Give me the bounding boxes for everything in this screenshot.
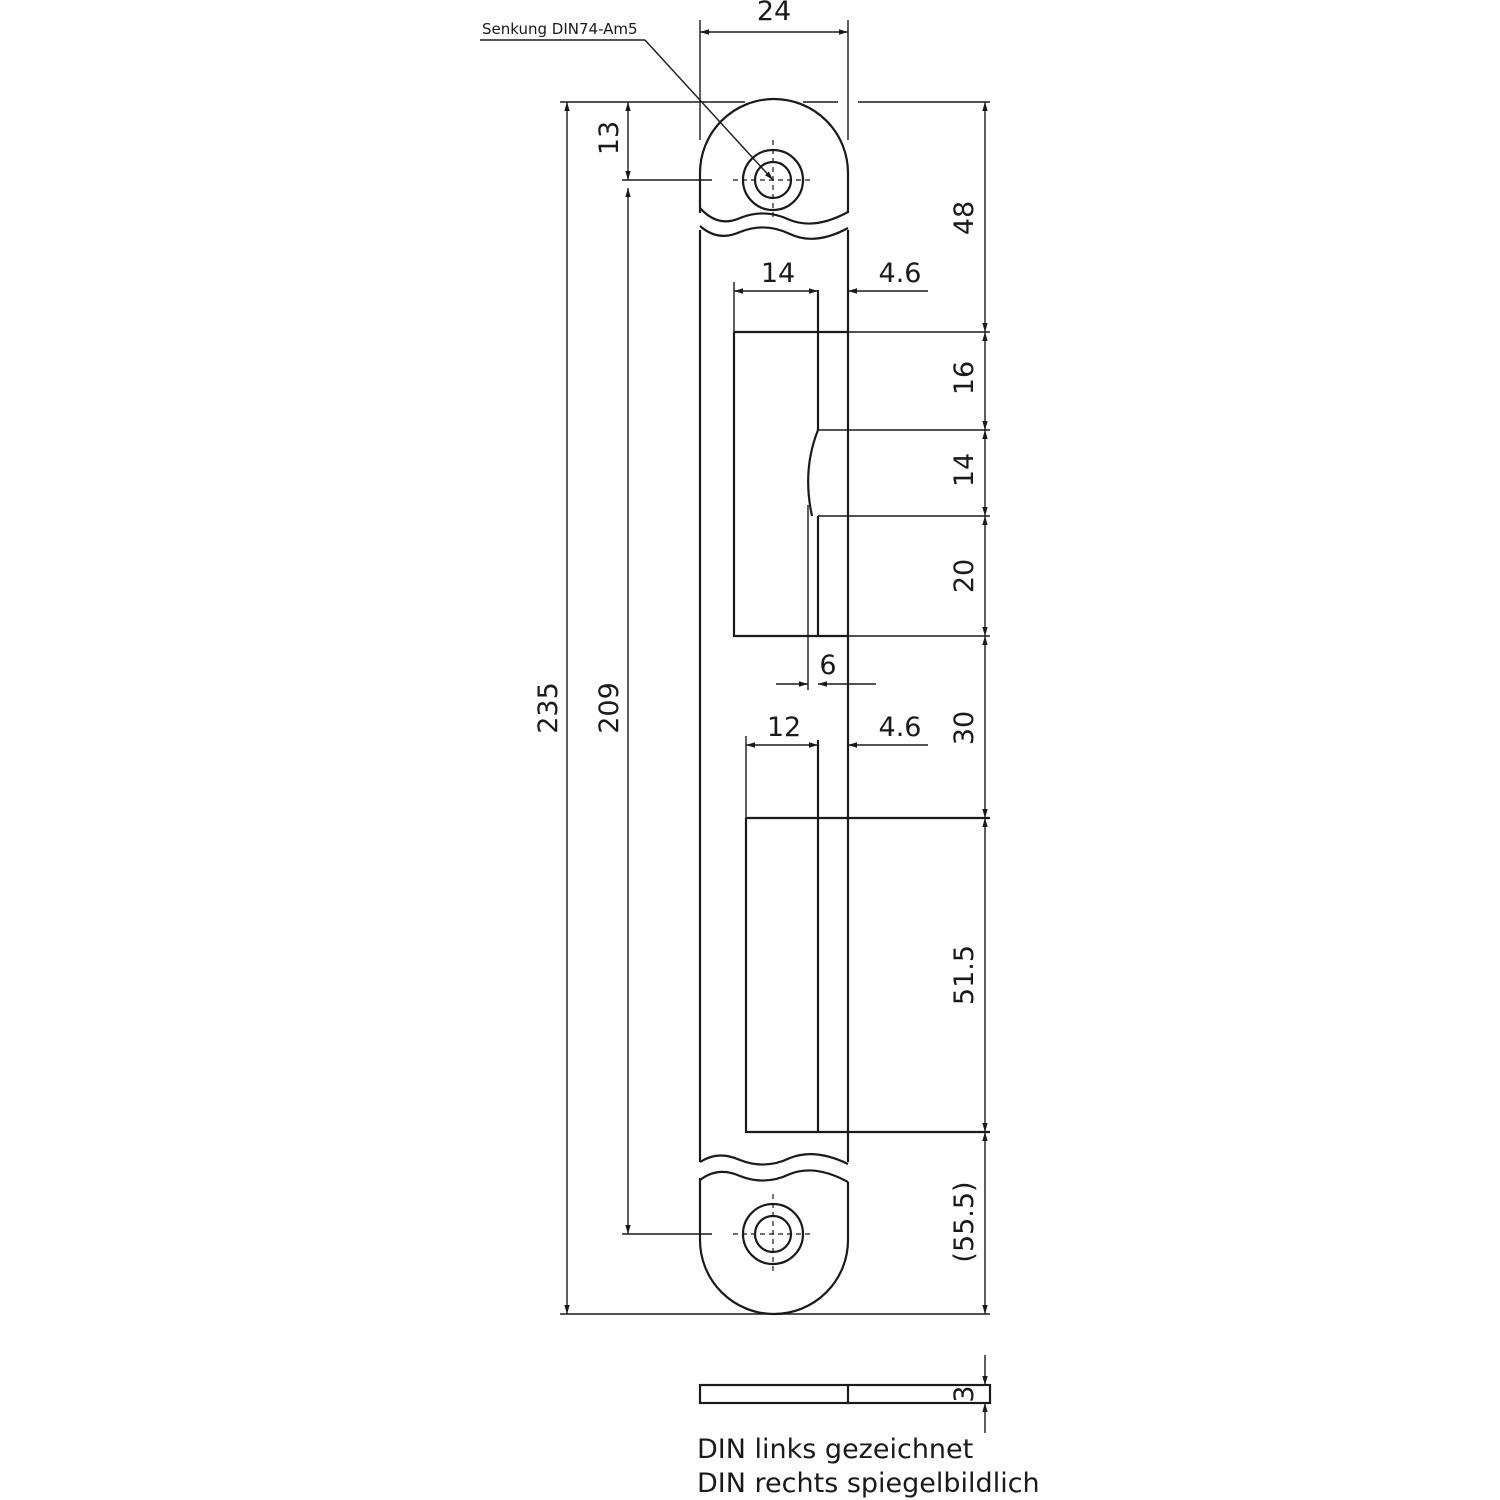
dim-upper-offset: 4.6 [879,258,922,289]
dim-51-5: 51.5 [949,945,980,1005]
dim-14-vertical: 14 [949,453,980,487]
upper-latch-cutout [732,290,990,690]
dim-thickness: 3 [949,1385,980,1402]
dim-lower-cut-width: 12 [767,712,801,743]
bottom-screw-hole [733,1194,813,1274]
dim-top-offset: 13 [594,121,625,155]
dimension-lines [480,29,988,1314]
dim-20: 20 [949,559,980,593]
side-view [698,1355,992,1433]
extension-lines [560,20,990,1315]
dim-16: 16 [949,361,980,395]
dim-overall-length: 235 [533,682,564,734]
dim-55-5: (55.5) [949,1181,980,1262]
countersink-note: Senkung DIN74-Am5 [482,20,638,38]
strike-plate-outline [698,97,850,1316]
dim-30: 30 [949,711,980,745]
dim-plate-width: 24 [757,0,791,27]
dim-upper-cut-width: 14 [761,258,795,289]
dim-gap: 6 [819,650,836,681]
caption-line-1: DIN links gezeichnet [697,1434,973,1465]
dim-lower-offset: 4.6 [879,712,922,743]
dim-hole-spacing: 209 [594,682,625,734]
dim-48: 48 [949,201,980,235]
caption-line-2: DIN rechts spiegelbildlich [697,1468,1040,1499]
lower-bolt-cutout [744,740,990,1134]
